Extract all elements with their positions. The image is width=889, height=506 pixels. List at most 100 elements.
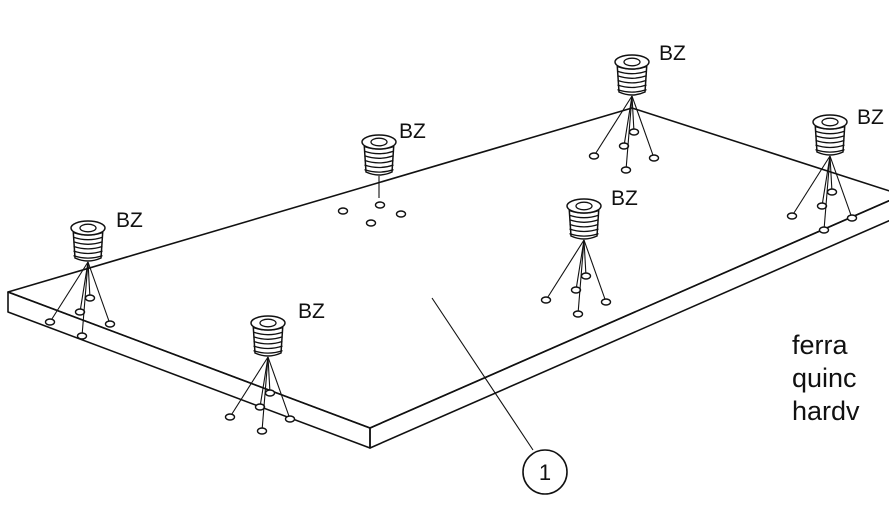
hole <box>628 128 640 136</box>
hole <box>337 207 349 215</box>
insert-leader-line <box>829 155 853 219</box>
hole <box>74 308 86 316</box>
insert-leader-line <box>593 95 633 157</box>
hole <box>224 413 236 421</box>
insert-thread <box>253 340 283 345</box>
panel-board <box>7 107 889 449</box>
insert-flange <box>566 198 602 214</box>
callout-1: 1 <box>431 297 568 495</box>
threaded-insert <box>588 54 660 174</box>
hole <box>846 214 858 222</box>
insert-leader-line <box>631 95 635 133</box>
insert-thread <box>73 250 103 255</box>
insert-leader-line <box>49 261 89 323</box>
insert-thread <box>617 88 647 93</box>
note-line-1: ferra <box>792 330 849 360</box>
callout-number: 1 <box>539 460 551 485</box>
hole <box>374 201 386 209</box>
insert-leader-line <box>87 261 91 299</box>
hole <box>580 272 592 280</box>
loose-holes <box>337 201 407 227</box>
threaded-inserts <box>44 54 858 435</box>
insert-leader-line <box>575 239 585 291</box>
hole <box>786 212 798 220</box>
insert-thread <box>815 135 845 139</box>
hardware-note: ferra quinc hardv <box>792 330 860 426</box>
insert-bore <box>575 201 593 211</box>
insert-leader-line <box>267 356 271 394</box>
insert-bore <box>370 137 388 147</box>
hole <box>84 294 96 302</box>
insert-thread <box>617 75 647 79</box>
insert-thread <box>253 331 283 336</box>
hole <box>284 415 296 423</box>
threaded-insert <box>786 114 858 234</box>
insert-thread <box>73 254 103 259</box>
insert-leader-line <box>267 356 291 420</box>
insert-flange <box>361 134 397 150</box>
insert-thread <box>815 144 845 149</box>
insert-thread <box>73 236 103 241</box>
insert-thread <box>569 228 599 233</box>
insert-thread <box>253 336 283 340</box>
insert-leader-line <box>821 155 831 207</box>
insert-thread <box>364 155 394 159</box>
insert-label-bz: BZ <box>116 209 143 232</box>
insert-leader-line <box>87 261 111 325</box>
insert-flange <box>812 114 848 130</box>
insert-thread <box>617 79 647 84</box>
insert-thread <box>253 349 283 354</box>
hole <box>588 152 600 160</box>
insert-flange <box>250 315 286 331</box>
hole <box>648 154 660 162</box>
hole <box>572 310 584 318</box>
hole <box>76 332 88 340</box>
insert-thread <box>815 139 845 144</box>
callout-circle <box>522 449 568 495</box>
insert-flange <box>70 220 106 236</box>
insert-thread <box>815 148 845 153</box>
insert-thread <box>617 70 647 75</box>
insert-label-bz: BZ <box>611 187 638 210</box>
insert-leader-line <box>583 239 607 303</box>
threaded-insert <box>361 134 397 198</box>
insert-thread <box>569 214 599 219</box>
note-line-2: quinc <box>792 363 857 393</box>
hole <box>600 298 612 306</box>
hole <box>254 403 266 411</box>
insert-thread <box>364 164 394 169</box>
insert-thread <box>73 245 103 250</box>
insert-leader-line <box>623 95 633 147</box>
insert-leader-line <box>79 261 89 313</box>
insert-thread <box>364 159 394 164</box>
hole <box>540 296 552 304</box>
hole <box>570 286 582 294</box>
insert-bore <box>821 117 839 127</box>
insert-thread <box>73 241 103 245</box>
insert-thread <box>253 345 283 350</box>
callout-leader-line <box>431 297 534 451</box>
insert-leader-line <box>583 239 587 277</box>
insert-bore <box>623 57 641 67</box>
insert-label-bz: BZ <box>857 106 884 129</box>
insert-bore <box>259 318 277 328</box>
hole <box>104 320 116 328</box>
insert-leader-line <box>229 356 269 418</box>
hole <box>395 210 407 218</box>
hole <box>620 166 632 174</box>
insert-thread <box>815 130 845 135</box>
hole <box>44 318 56 326</box>
insert-leader-line <box>791 155 831 217</box>
hole <box>816 202 828 210</box>
insert-flange <box>614 54 650 70</box>
insert-label-bz: BZ <box>659 42 686 65</box>
hole <box>264 389 276 397</box>
panel-top-face <box>7 107 889 429</box>
insert-thread <box>569 219 599 223</box>
threaded-insert <box>224 315 296 435</box>
insert-thread <box>569 223 599 228</box>
insert-leader-line <box>829 155 833 193</box>
